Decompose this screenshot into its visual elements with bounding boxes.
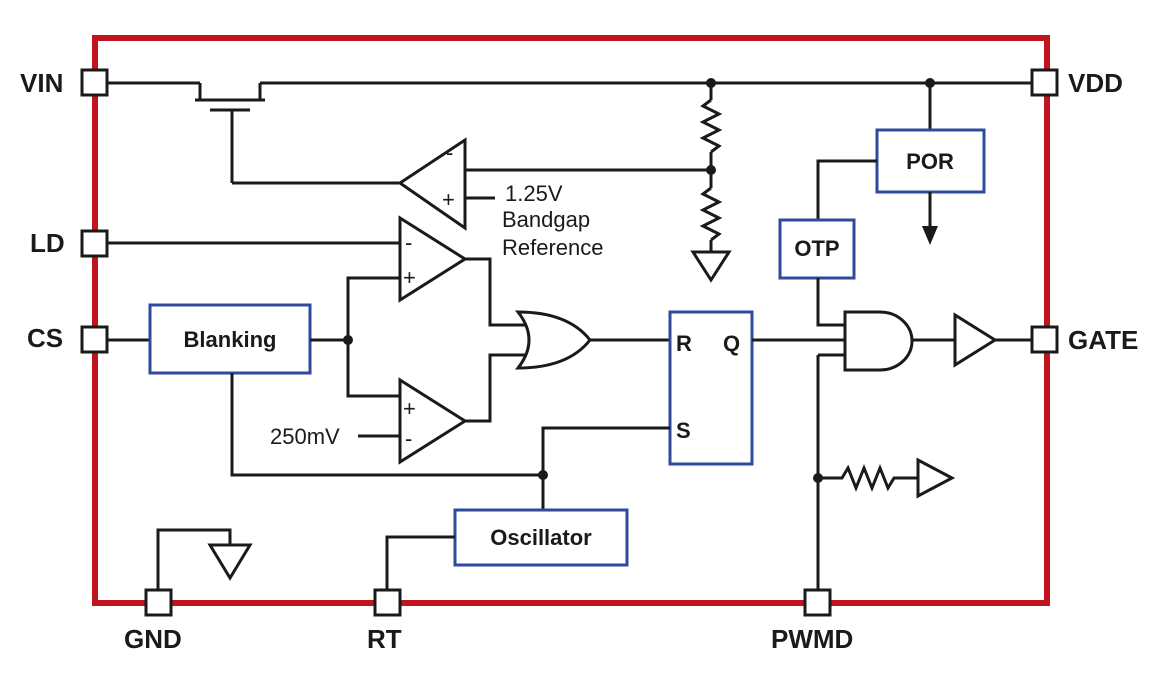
otp-label: OTP — [794, 236, 839, 261]
sr-flipflop — [668, 310, 754, 466]
or-gate — [514, 310, 592, 370]
reference-label-line2: Reference — [502, 235, 604, 260]
gate-driver — [953, 312, 998, 368]
gnd-wire — [156, 528, 232, 590]
ld-comp-out-wire — [465, 257, 525, 327]
por-block — [875, 128, 986, 194]
cs-split-wire — [346, 276, 400, 398]
otp-out-wire — [816, 278, 845, 327]
pin-vin — [80, 68, 109, 97]
oc-comp-minus: - — [405, 426, 412, 451]
pin-label-ld: LD — [30, 228, 65, 258]
flipflop-q: Q — [723, 331, 740, 356]
oscillator-label: Oscillator — [490, 525, 592, 550]
amp-plus-sign: + — [442, 187, 455, 212]
pin-gnd — [144, 588, 173, 617]
pin-vdd — [1030, 68, 1059, 97]
arrow-down-icon — [922, 226, 938, 245]
por-label: POR — [906, 149, 954, 174]
overcurrent-comparator — [398, 377, 468, 465]
pin-gate — [1030, 325, 1059, 354]
oc-comp-out-wire — [465, 353, 525, 423]
top-rail — [107, 81, 1032, 100]
pulldown-ground-symbol — [916, 457, 956, 499]
por-to-otp-wire — [816, 159, 877, 220]
rt-wire — [385, 535, 455, 590]
threshold-label: 250mV — [270, 424, 340, 449]
pulldown-resistor — [818, 463, 918, 493]
amp-minus-sign: - — [446, 140, 453, 165]
and-gate — [843, 310, 914, 372]
pin-label-pwmd: PWMD — [771, 624, 853, 654]
blanking-block — [148, 303, 312, 375]
blanking-label: Blanking — [184, 327, 277, 352]
flipflop-s: S — [676, 418, 691, 443]
flipflop-r: R — [676, 331, 692, 356]
pin-label-vin: VIN — [20, 68, 63, 98]
ld-comp-plus: + — [403, 265, 416, 290]
oc-comp-plus: + — [403, 396, 416, 421]
pin-label-rt: RT — [367, 624, 402, 654]
pin-label-vdd: VDD — [1068, 68, 1123, 98]
set-wire — [541, 426, 670, 510]
pin-label-gate: GATE — [1068, 325, 1138, 355]
pass-transistor — [195, 98, 400, 185]
junction-dot — [538, 470, 548, 480]
ld-comparator — [398, 215, 468, 303]
pin-label-gnd: GND — [124, 624, 182, 654]
pin-label-cs: CS — [27, 323, 63, 353]
package-outline — [92, 35, 1050, 606]
blanking-trigger-wire — [230, 373, 543, 477]
ld-comp-minus: - — [405, 230, 412, 255]
pin-ld — [80, 229, 109, 258]
ground-symbol — [207, 543, 253, 581]
error-amplifier — [397, 137, 467, 231]
pin-rt — [373, 588, 402, 617]
pin-cs — [80, 325, 109, 354]
reference-label-line1: Bandgap — [502, 207, 590, 232]
resistor-divider — [690, 83, 732, 283]
pin-pwmd — [803, 588, 832, 617]
reference-voltage: 1.25V — [505, 181, 563, 206]
